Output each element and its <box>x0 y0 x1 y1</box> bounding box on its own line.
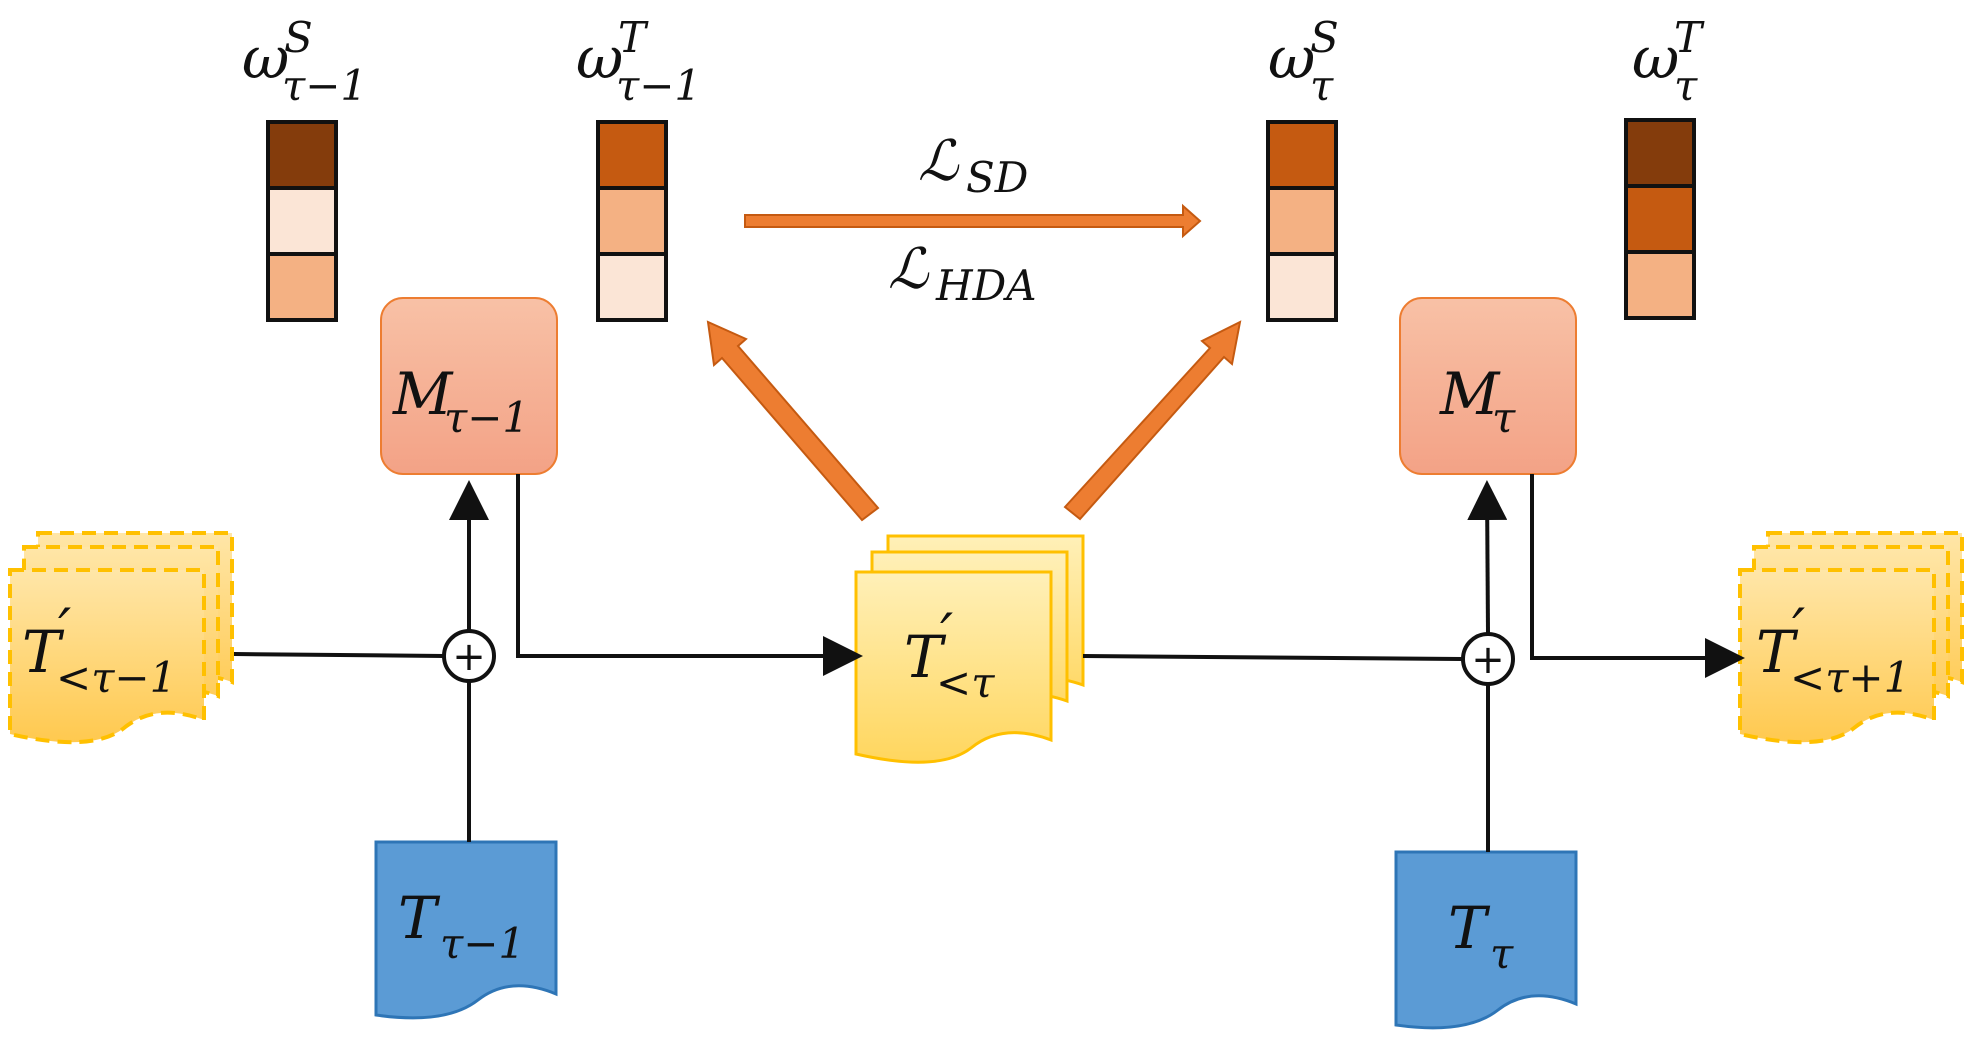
svg-text:S: S <box>1310 13 1339 62</box>
svg-text:ℒ: ℒ <box>918 129 960 194</box>
svg-text:M: M <box>1439 360 1501 428</box>
weight-cell <box>1624 250 1696 320</box>
svg-text:τ−1: τ−1 <box>440 919 525 968</box>
task-prev: T τ−1 <box>374 840 558 1020</box>
model-curr: M τ <box>1399 297 1577 475</box>
loss-arrow <box>744 203 1202 239</box>
weight-bar-t-curr <box>1624 118 1696 320</box>
svg-text:τ: τ <box>1674 61 1698 110</box>
svg-text:+: + <box>1471 637 1505 683</box>
weight-label-t-prev: ω τ−1 T <box>576 13 701 110</box>
memory-next: T ′ <τ+1 <box>1738 531 1964 745</box>
loss-label-hda: ℒ HDA <box>888 237 1037 310</box>
svg-text:′: ′ <box>58 596 71 664</box>
weight-cell <box>266 120 338 190</box>
svg-text:T: T <box>1674 13 1705 62</box>
weight-cell <box>1266 252 1338 322</box>
svg-text:ℒ: ℒ <box>888 237 930 302</box>
weight-cell <box>266 252 338 322</box>
svg-text:T: T <box>904 623 947 691</box>
svg-text:S: S <box>284 13 313 62</box>
weight-bar-t-prev <box>596 120 668 322</box>
combine-operator-prev: + <box>442 629 496 683</box>
weight-cell <box>1266 120 1338 190</box>
weight-cell <box>266 186 338 256</box>
right-step-connectors <box>1082 474 1745 852</box>
memory-to-student-arrow <box>1063 320 1242 521</box>
svg-text:′: ′ <box>1792 596 1805 664</box>
weight-cell <box>1624 118 1696 188</box>
svg-text:ω: ω <box>1632 24 1679 92</box>
task-curr: T τ <box>1394 850 1578 1030</box>
svg-text:<τ+1: <τ+1 <box>1790 653 1910 702</box>
weight-cell <box>596 120 668 190</box>
svg-text:T: T <box>1756 618 1799 686</box>
weight-cell <box>1266 186 1338 256</box>
svg-text:T: T <box>618 13 649 62</box>
memory-curr: T ′ <τ <box>854 534 1085 764</box>
left-step-connectors <box>233 474 863 842</box>
svg-text:ω: ω <box>1268 24 1315 92</box>
svg-text:′: ′ <box>940 601 953 669</box>
weight-label-s-prev: ω τ−1 S <box>242 13 367 110</box>
loss-label-sd: ℒ SD <box>918 129 1028 202</box>
svg-text:ω: ω <box>242 24 289 92</box>
weight-label-t-curr: ω τ T <box>1632 13 1705 110</box>
svg-text:<τ−1: <τ−1 <box>56 653 176 702</box>
svg-text:T: T <box>22 618 65 686</box>
weight-cell <box>596 186 668 256</box>
svg-text:ω: ω <box>576 24 623 92</box>
combine-operator-curr: + <box>1461 632 1515 686</box>
svg-text:τ−1: τ−1 <box>444 393 529 442</box>
weight-bar-s-curr <box>1266 120 1338 322</box>
svg-text:+: + <box>452 634 486 680</box>
svg-text:τ: τ <box>1310 61 1334 110</box>
weight-cell <box>596 252 668 322</box>
svg-text:τ−1: τ−1 <box>282 61 367 110</box>
svg-text:HDA: HDA <box>935 261 1037 310</box>
weight-label-s-curr: ω τ S <box>1268 13 1339 110</box>
svg-text:<τ: <τ <box>936 658 995 707</box>
weight-bar-s-prev <box>266 120 338 322</box>
svg-text:τ−1: τ−1 <box>616 61 701 110</box>
svg-text:τ: τ <box>1492 393 1516 442</box>
svg-text:τ: τ <box>1490 929 1514 978</box>
svg-text:T: T <box>1448 894 1491 962</box>
svg-text:M: M <box>392 360 454 428</box>
memory-prev: T ′ <τ−1 <box>8 531 234 745</box>
memory-to-teacher-arrow <box>706 320 880 522</box>
weight-cell <box>1624 184 1696 254</box>
model-prev: M τ−1 <box>380 297 558 475</box>
svg-text:T: T <box>398 884 441 952</box>
svg-text:SD: SD <box>966 153 1028 202</box>
